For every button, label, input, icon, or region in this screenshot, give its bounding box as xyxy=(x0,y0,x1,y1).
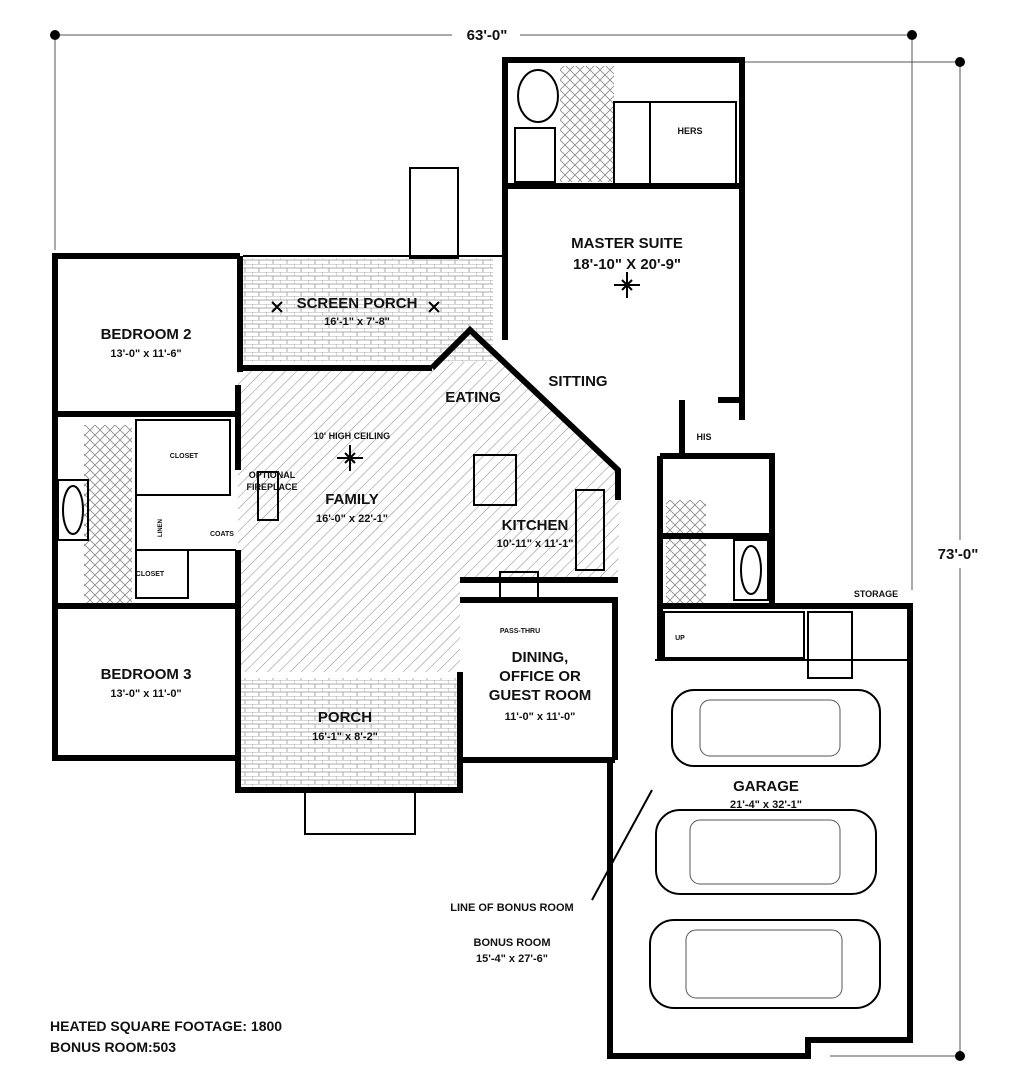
closet-upper-label: CLOSET xyxy=(170,453,199,460)
coats-label: COATS xyxy=(210,531,234,538)
bedroom2-name: BEDROOM 2 xyxy=(101,326,192,343)
line-of-bonus-label: LINE OF BONUS ROOM xyxy=(450,902,573,914)
hers-closet-label: HERS xyxy=(677,126,702,136)
bedroom3-size: 13'-0" x 11'-0" xyxy=(110,688,181,700)
bath-tile-left xyxy=(84,425,132,605)
screen-porch-size: 16'-1" x 7'-8" xyxy=(324,316,390,328)
fireplace-label-1: OPTIONAL xyxy=(249,470,296,480)
bath-tile-right xyxy=(666,500,706,606)
his-closet-label: HIS xyxy=(696,432,711,442)
heated-footage: HEATED SQUARE FOOTAGE: 1800 xyxy=(50,1018,282,1034)
dining-line3: GUEST ROOM xyxy=(489,687,592,704)
bedroom3-name: BEDROOM 3 xyxy=(101,666,192,683)
room-labels: MASTER SUITE 18'-10" X 20'-9" HERS HIS S… xyxy=(101,126,899,965)
dining-size: 11'-0" x 11'-0" xyxy=(505,711,576,723)
storage-label: STORAGE xyxy=(854,589,898,599)
family-name: FAMILY xyxy=(325,491,379,508)
bonus-room-size: 15'-4" x 27'-6" xyxy=(476,953,548,965)
family-floor xyxy=(238,330,620,672)
porch-name: PORCH xyxy=(318,709,372,726)
family-size: 16'-0" x 22'-1" xyxy=(316,513,388,525)
porch-size: 16'-1" x 8'-2" xyxy=(312,731,378,743)
bonus-room-leader xyxy=(591,789,653,901)
sitting-label: SITTING xyxy=(548,373,607,390)
porch-floor xyxy=(241,678,459,788)
master-suite-size: 18'-10" X 20'-9" xyxy=(573,256,681,273)
master-suite-name: MASTER SUITE xyxy=(571,235,683,252)
depth-dimension: 73'-0" xyxy=(742,57,978,1061)
dining-line2: OFFICE OR xyxy=(499,668,581,685)
garage-size: 21'-4" x 32'-1" xyxy=(730,799,802,811)
bath-tile-upper xyxy=(560,66,614,182)
overall-depth-label: 73'-0" xyxy=(938,546,979,563)
screen-porch-name: SCREEN PORCH xyxy=(297,295,418,312)
kitchen-name: KITCHEN xyxy=(502,517,569,534)
overall-width-label: 63'-0" xyxy=(467,27,508,44)
bonus-footage: BONUS ROOM:503 xyxy=(50,1039,176,1055)
kitchen-size: 10'-11" x 11'-1" xyxy=(497,538,574,550)
interior-walls xyxy=(57,69,853,679)
ceiling-fan-icon xyxy=(271,272,640,471)
high-ceiling-label: 10' HIGH CEILING xyxy=(314,431,390,441)
footage-notes: HEATED SQUARE FOOTAGE: 1800 BONUS ROOM:5… xyxy=(50,1018,282,1055)
eating-label: EATING xyxy=(445,389,501,406)
garage-cars xyxy=(649,689,881,1009)
pass-thru-label: PASS-THRU xyxy=(500,628,540,635)
bedroom2-size: 13'-0" x 11'-6" xyxy=(110,348,181,360)
garage-name: GARAGE xyxy=(733,778,799,795)
linen-label: LINEN xyxy=(158,519,164,537)
fireplace-label-2: FIREPLACE xyxy=(246,482,297,492)
width-dimension: 63'-0" xyxy=(50,27,917,590)
bonus-room-name: BONUS ROOM xyxy=(474,937,551,949)
up-label: UP xyxy=(675,635,685,642)
dining-line1: DINING, xyxy=(512,649,569,666)
closet-lower-label: CLOSET xyxy=(136,571,165,578)
